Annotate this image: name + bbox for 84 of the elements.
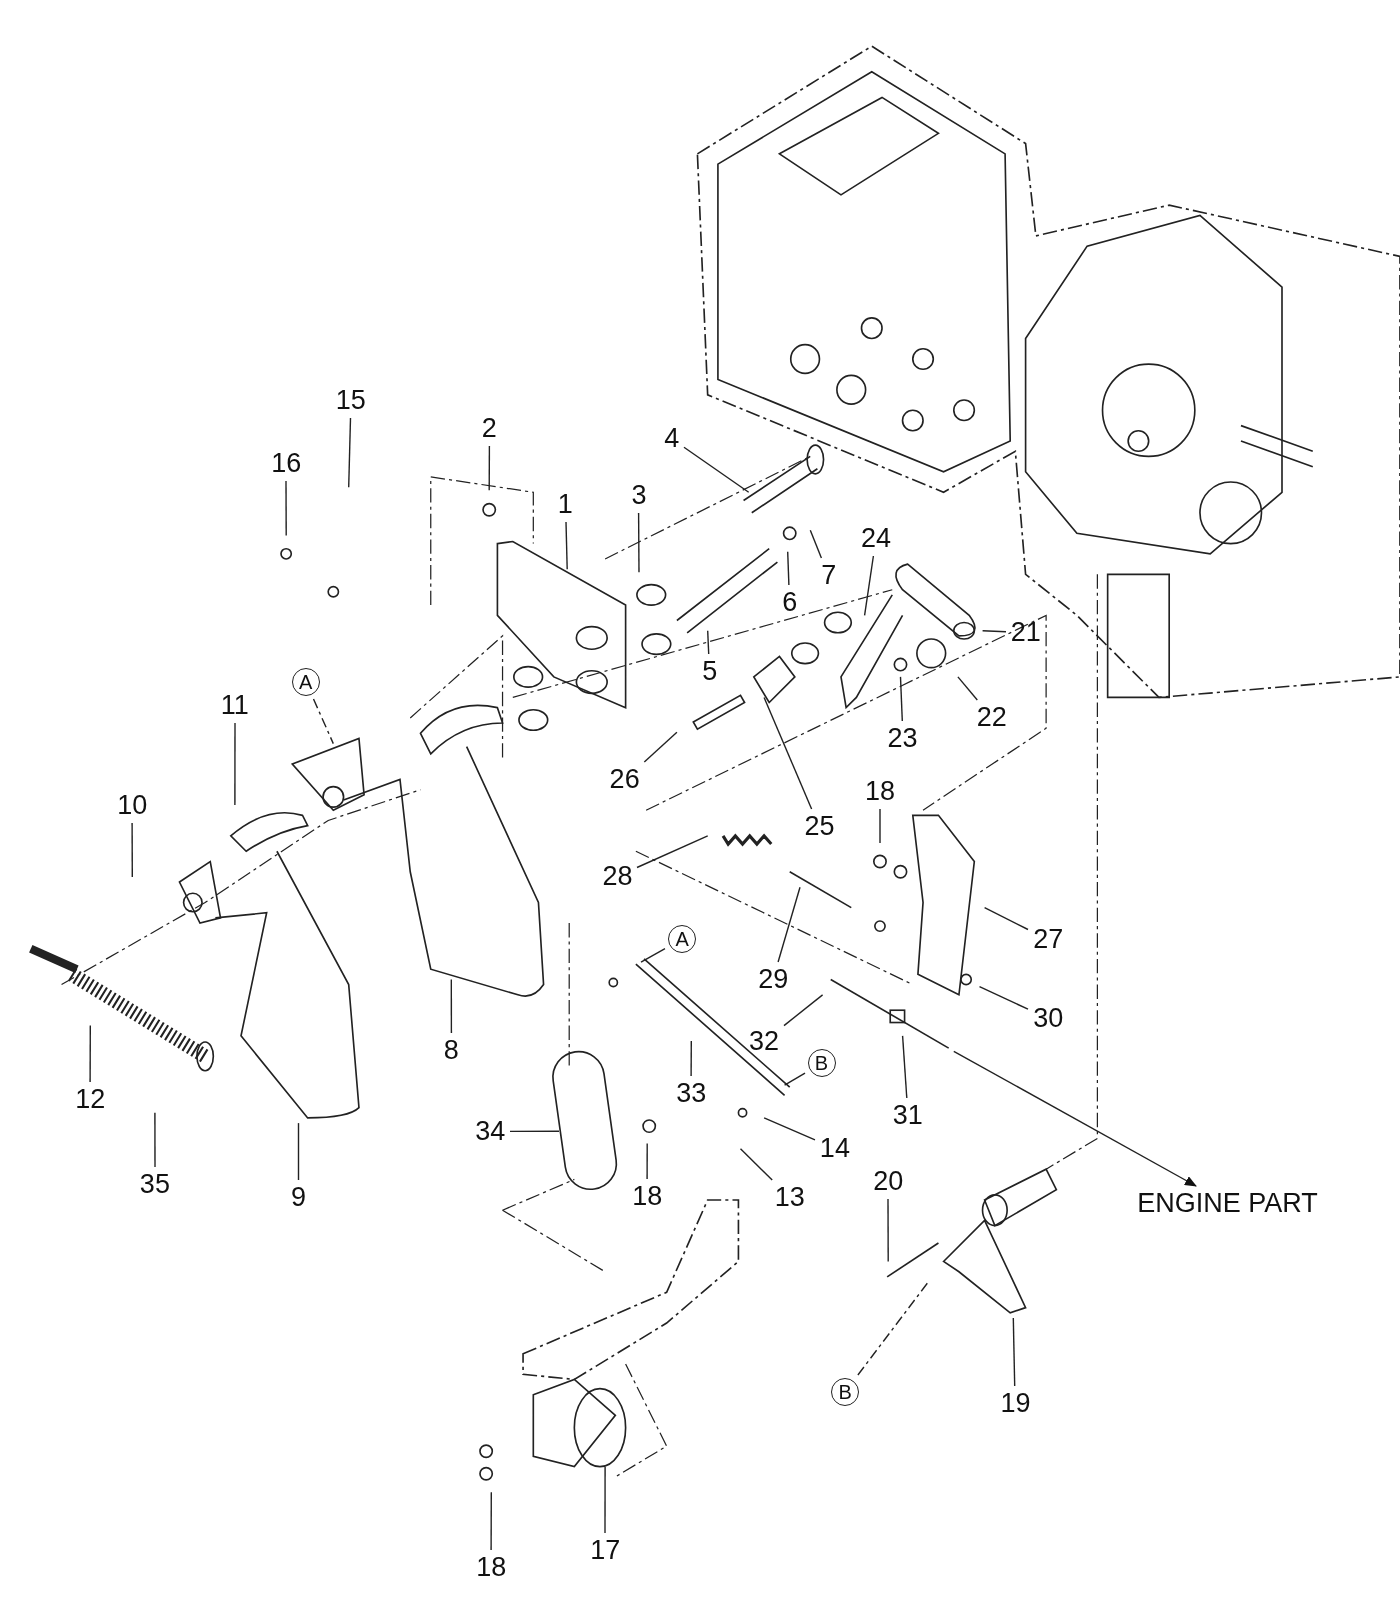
leader-line bbox=[981, 630, 1007, 633]
callout-number: 17 bbox=[588, 1536, 623, 1566]
leader-line bbox=[637, 512, 640, 573]
callout-number: 14 bbox=[817, 1134, 852, 1164]
leader-line bbox=[683, 446, 750, 493]
leader-line bbox=[901, 1035, 908, 1099]
leader-line bbox=[899, 676, 903, 722]
reference-circle: A bbox=[668, 925, 697, 954]
leader-line bbox=[739, 1148, 773, 1181]
reference-circle: B bbox=[831, 1377, 860, 1406]
callout-number: 20 bbox=[871, 1167, 906, 1197]
callout-number: 25 bbox=[802, 812, 837, 842]
leader-line bbox=[887, 1198, 889, 1263]
leader-line bbox=[640, 947, 666, 963]
leader-line bbox=[879, 808, 881, 844]
leader-line bbox=[509, 1130, 560, 1133]
callout-number: 10 bbox=[115, 790, 150, 820]
leader-line bbox=[154, 1112, 156, 1168]
callout-number: 33 bbox=[674, 1078, 709, 1108]
reference-circle: B bbox=[807, 1048, 836, 1077]
reference-circle: A bbox=[291, 668, 320, 697]
callout-number: 13 bbox=[772, 1183, 807, 1213]
leader-line bbox=[285, 480, 287, 537]
leader-line bbox=[690, 1040, 692, 1077]
leader-line bbox=[783, 994, 824, 1027]
callout-number: 12 bbox=[73, 1085, 108, 1114]
callout-number: 18 bbox=[863, 777, 898, 807]
callout-number: 8 bbox=[441, 1035, 461, 1065]
leader-line bbox=[488, 445, 491, 491]
callout-number: 7 bbox=[819, 560, 839, 590]
arrow bbox=[953, 1050, 1197, 1187]
leader-line bbox=[348, 417, 352, 488]
leader-line bbox=[643, 731, 678, 763]
callout-number: 6 bbox=[780, 587, 800, 617]
callout-number: 22 bbox=[974, 703, 1009, 733]
callout-number: 30 bbox=[1031, 1003, 1066, 1033]
callout-number: 5 bbox=[700, 657, 720, 687]
callout-number: 21 bbox=[1008, 618, 1043, 648]
leader-line bbox=[863, 555, 875, 617]
leader-line bbox=[707, 630, 710, 655]
callout-number: 3 bbox=[629, 480, 649, 510]
leader-line bbox=[297, 1122, 300, 1181]
leader-line bbox=[89, 1024, 91, 1083]
leader-line bbox=[763, 696, 813, 810]
callout-number: 29 bbox=[756, 965, 791, 994]
leader-line bbox=[783, 1072, 806, 1086]
callout-number: 35 bbox=[137, 1170, 172, 1200]
leader-line bbox=[957, 676, 978, 701]
callout-number: 19 bbox=[998, 1388, 1033, 1418]
callout-number: 18 bbox=[474, 1552, 509, 1582]
callout-number: 31 bbox=[890, 1101, 925, 1131]
leader-line bbox=[777, 886, 801, 963]
callout-number: 15 bbox=[333, 385, 368, 415]
leader-line bbox=[604, 1466, 606, 1534]
callout-number: 9 bbox=[288, 1183, 308, 1213]
leader-line bbox=[646, 1142, 648, 1180]
leader-line bbox=[450, 978, 453, 1034]
callout-number: 2 bbox=[479, 414, 499, 444]
leader-line bbox=[234, 722, 236, 806]
leader-line bbox=[857, 1281, 929, 1376]
leader-line bbox=[636, 835, 709, 869]
leader-line bbox=[983, 907, 1029, 931]
callout-number: 1 bbox=[555, 490, 575, 520]
leader-line bbox=[312, 698, 334, 745]
callout-number: 26 bbox=[607, 765, 642, 794]
leader-line bbox=[490, 1491, 492, 1551]
leader-line bbox=[978, 986, 1029, 1010]
callout-number: 4 bbox=[662, 424, 682, 454]
callout-number: 32 bbox=[747, 1026, 782, 1056]
callout-number: 23 bbox=[885, 723, 920, 753]
leader-line bbox=[763, 1117, 816, 1141]
leader-line bbox=[809, 529, 823, 559]
leader-line bbox=[1012, 1317, 1016, 1387]
leader-line bbox=[131, 822, 133, 878]
callout-number: 28 bbox=[600, 862, 635, 892]
leader-line bbox=[787, 551, 790, 586]
callout-number: 27 bbox=[1031, 925, 1066, 954]
callout-number: 24 bbox=[858, 523, 893, 553]
callout-number: 18 bbox=[630, 1182, 665, 1212]
callout-number: 16 bbox=[269, 449, 304, 479]
callout-number: 34 bbox=[473, 1116, 508, 1146]
leader-line bbox=[565, 521, 568, 570]
callout-label: ENGINE PART bbox=[1135, 1188, 1320, 1218]
callout-number: 11 bbox=[218, 691, 251, 721]
